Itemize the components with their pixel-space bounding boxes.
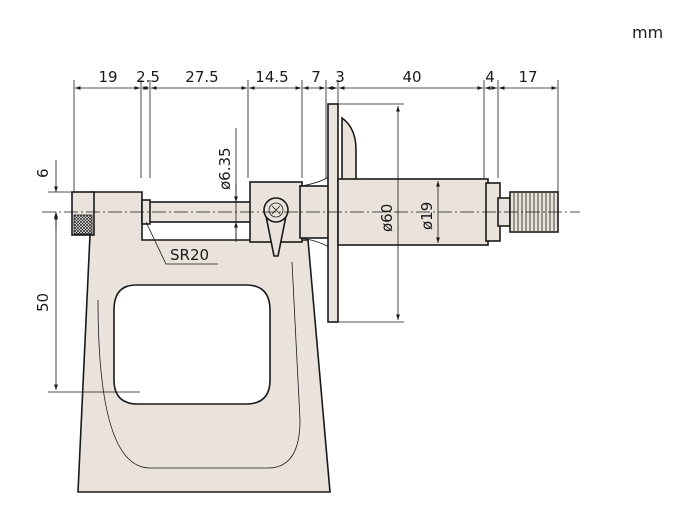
- top-dimension-label: 3: [335, 68, 345, 86]
- sr20-leader: [145, 221, 218, 265]
- top-dimension-label: 2.5: [136, 68, 160, 86]
- top-dimension-label: 4: [485, 68, 495, 86]
- spindle-dia-label: ø6.35: [216, 147, 234, 190]
- dim-6-label: 6: [34, 168, 52, 178]
- dim-50-label: 50: [34, 293, 52, 312]
- plate-dia-label: ø60: [378, 204, 396, 232]
- top-dimension-label: 40: [402, 68, 421, 86]
- frame-outer-contour: [97, 261, 301, 469]
- top-dimension-label: 27.5: [185, 68, 218, 86]
- extension-lines: [73, 80, 559, 206]
- top-dimension-label: 17: [518, 68, 537, 86]
- sleeve-dia-label: ø19: [418, 202, 436, 230]
- lock-knob-inner: [268, 202, 284, 218]
- dial-plate: [327, 103, 339, 323]
- lock-knob-cross: [271, 205, 281, 215]
- dial-pointer: [341, 116, 357, 181]
- anvil-knurled-face: [73, 214, 93, 235]
- top-dimension-label: 7: [311, 68, 321, 86]
- top-dimension-label: 14.5: [255, 68, 288, 86]
- unit-label: mm: [632, 23, 663, 42]
- frame-inner-cutout: [113, 284, 271, 405]
- top-dimension-label: 19: [98, 68, 117, 86]
- sr20-label: SR20: [170, 246, 209, 264]
